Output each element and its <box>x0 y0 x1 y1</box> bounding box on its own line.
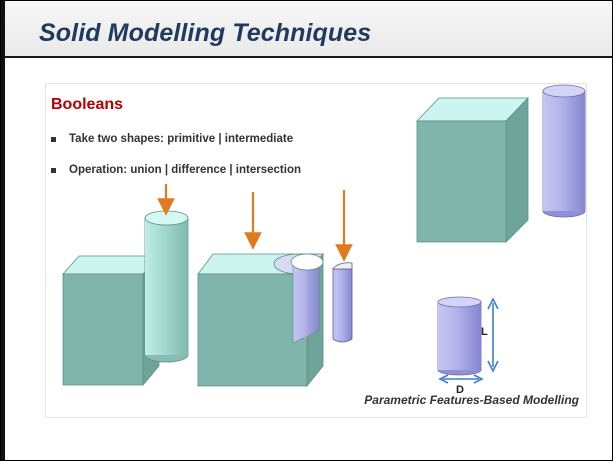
parametric-box <box>416 97 529 243</box>
diameter-dimension: D <box>438 374 484 396</box>
left-rule <box>1 1 5 460</box>
slide-title: Solid Modelling Techniques <box>39 19 372 47</box>
dimensioned-cylinder <box>437 296 482 376</box>
diameter-label: D <box>456 384 464 396</box>
length-dimension: L <box>481 297 499 373</box>
bullet-square-icon <box>51 136 56 142</box>
parametric-cylinder <box>542 84 586 218</box>
bullet-item: Take two shapes: primitive | intermediat… <box>51 133 293 145</box>
union-shape <box>62 210 189 387</box>
length-label: L <box>481 326 488 338</box>
intersection-shape <box>332 262 353 343</box>
bullet-item: Operation: union | difference | intersec… <box>51 164 301 176</box>
bullet-text: Take two shapes: primitive | intermediat… <box>69 133 294 145</box>
title-bar: Solid Modelling Techniques <box>5 1 612 58</box>
difference-shape <box>197 252 324 388</box>
bullet-text: Operation: union | difference | intersec… <box>69 164 301 176</box>
bullet-square-icon <box>51 167 56 173</box>
section-heading: Booleans <box>51 96 124 113</box>
figure-caption: Parametric Features-Based Modelling <box>364 393 579 407</box>
